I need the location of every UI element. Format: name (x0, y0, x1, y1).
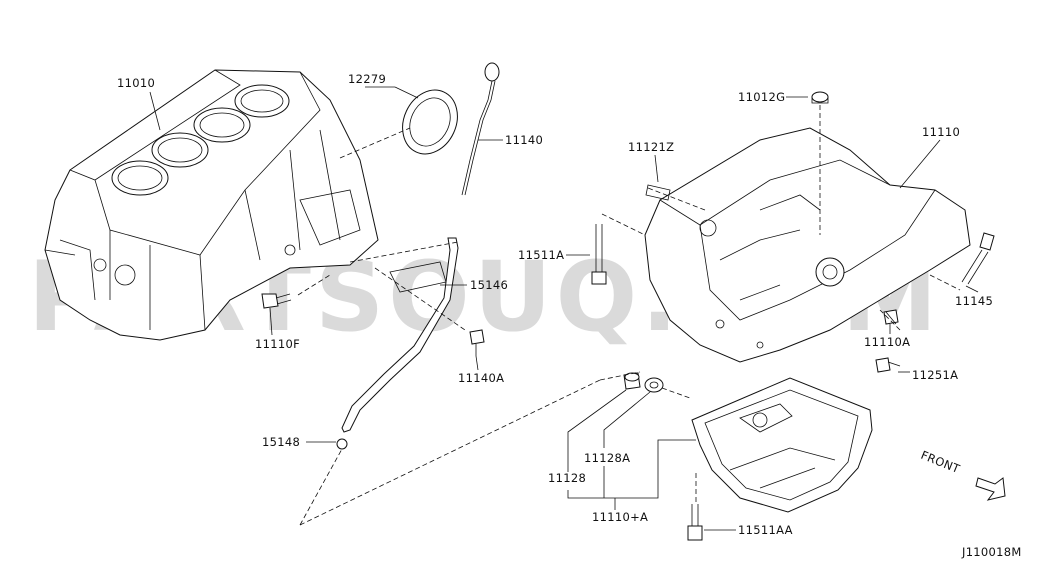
front-label: FRONT (919, 448, 963, 477)
label-11110-plus-a: 11110+A (592, 510, 648, 524)
front-direction-indicator: FRONT (919, 448, 1006, 501)
label-11511a: 11511A (518, 248, 564, 262)
label-11012g: 11012G (738, 90, 785, 104)
bolt-11140a-drawing (469, 329, 485, 356)
bolt-11511a-drawing (591, 224, 607, 285)
lower-oil-pan-drawing (691, 377, 873, 513)
label-11140a: 11140A (458, 371, 504, 385)
bolt-11110f-drawing (261, 293, 292, 309)
label-11128a: 11128A (584, 451, 630, 465)
sensor-11145-drawing (961, 232, 995, 285)
label-11511aa: 11511AA (738, 523, 793, 537)
drain-washer-drawing (644, 377, 664, 393)
label-12279: 12279 (348, 72, 386, 86)
label-15146: 15146 (470, 278, 508, 292)
label-11121z: 11121Z (628, 140, 674, 154)
label-11110a: 11110A (864, 335, 910, 349)
bolt-11110a-drawing (883, 309, 899, 325)
upper-oil-pan-drawing (644, 127, 971, 363)
label-15148: 15148 (262, 435, 300, 449)
dipstick-drawing (461, 62, 500, 196)
plug-11012g-drawing (811, 91, 829, 104)
label-11251a: 11251A (912, 368, 958, 382)
rear-oil-seal-drawing (402, 89, 458, 155)
label-11145: 11145 (955, 294, 993, 308)
label-11140: 11140 (505, 133, 543, 147)
bolt-11251a-drawing (875, 357, 901, 373)
label-11110: 11110 (922, 125, 960, 139)
label-11010: 11010 (117, 76, 155, 90)
bolt-11511aa-drawing (687, 504, 703, 541)
dipstick-guide-drawing (336, 237, 459, 450)
diagram-code: J110018M (961, 545, 1022, 559)
drain-plug-drawing (623, 372, 641, 390)
cylinder-block-drawing (44, 69, 379, 341)
label-11128: 11128 (548, 471, 586, 485)
label-11110f: 11110F (255, 337, 300, 351)
